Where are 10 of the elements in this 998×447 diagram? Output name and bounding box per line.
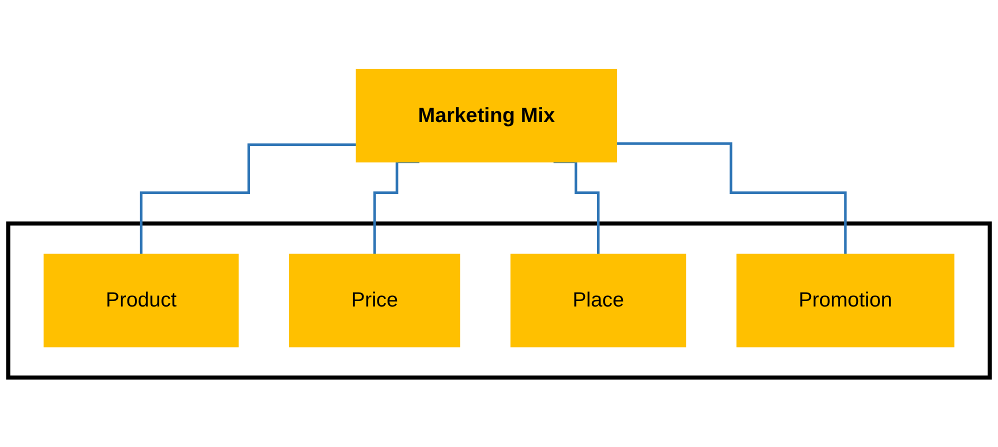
node-box: Price <box>289 254 460 348</box>
connector <box>140 143 356 256</box>
connector <box>554 160 600 256</box>
connector <box>616 142 847 256</box>
node-box: Place <box>510 254 686 348</box>
node-box: Marketing Mix <box>356 68 618 162</box>
node-box: Promotion <box>736 254 954 348</box>
cluster <box>6 221 992 380</box>
connector <box>373 160 420 256</box>
node-box: Product <box>44 254 239 348</box>
